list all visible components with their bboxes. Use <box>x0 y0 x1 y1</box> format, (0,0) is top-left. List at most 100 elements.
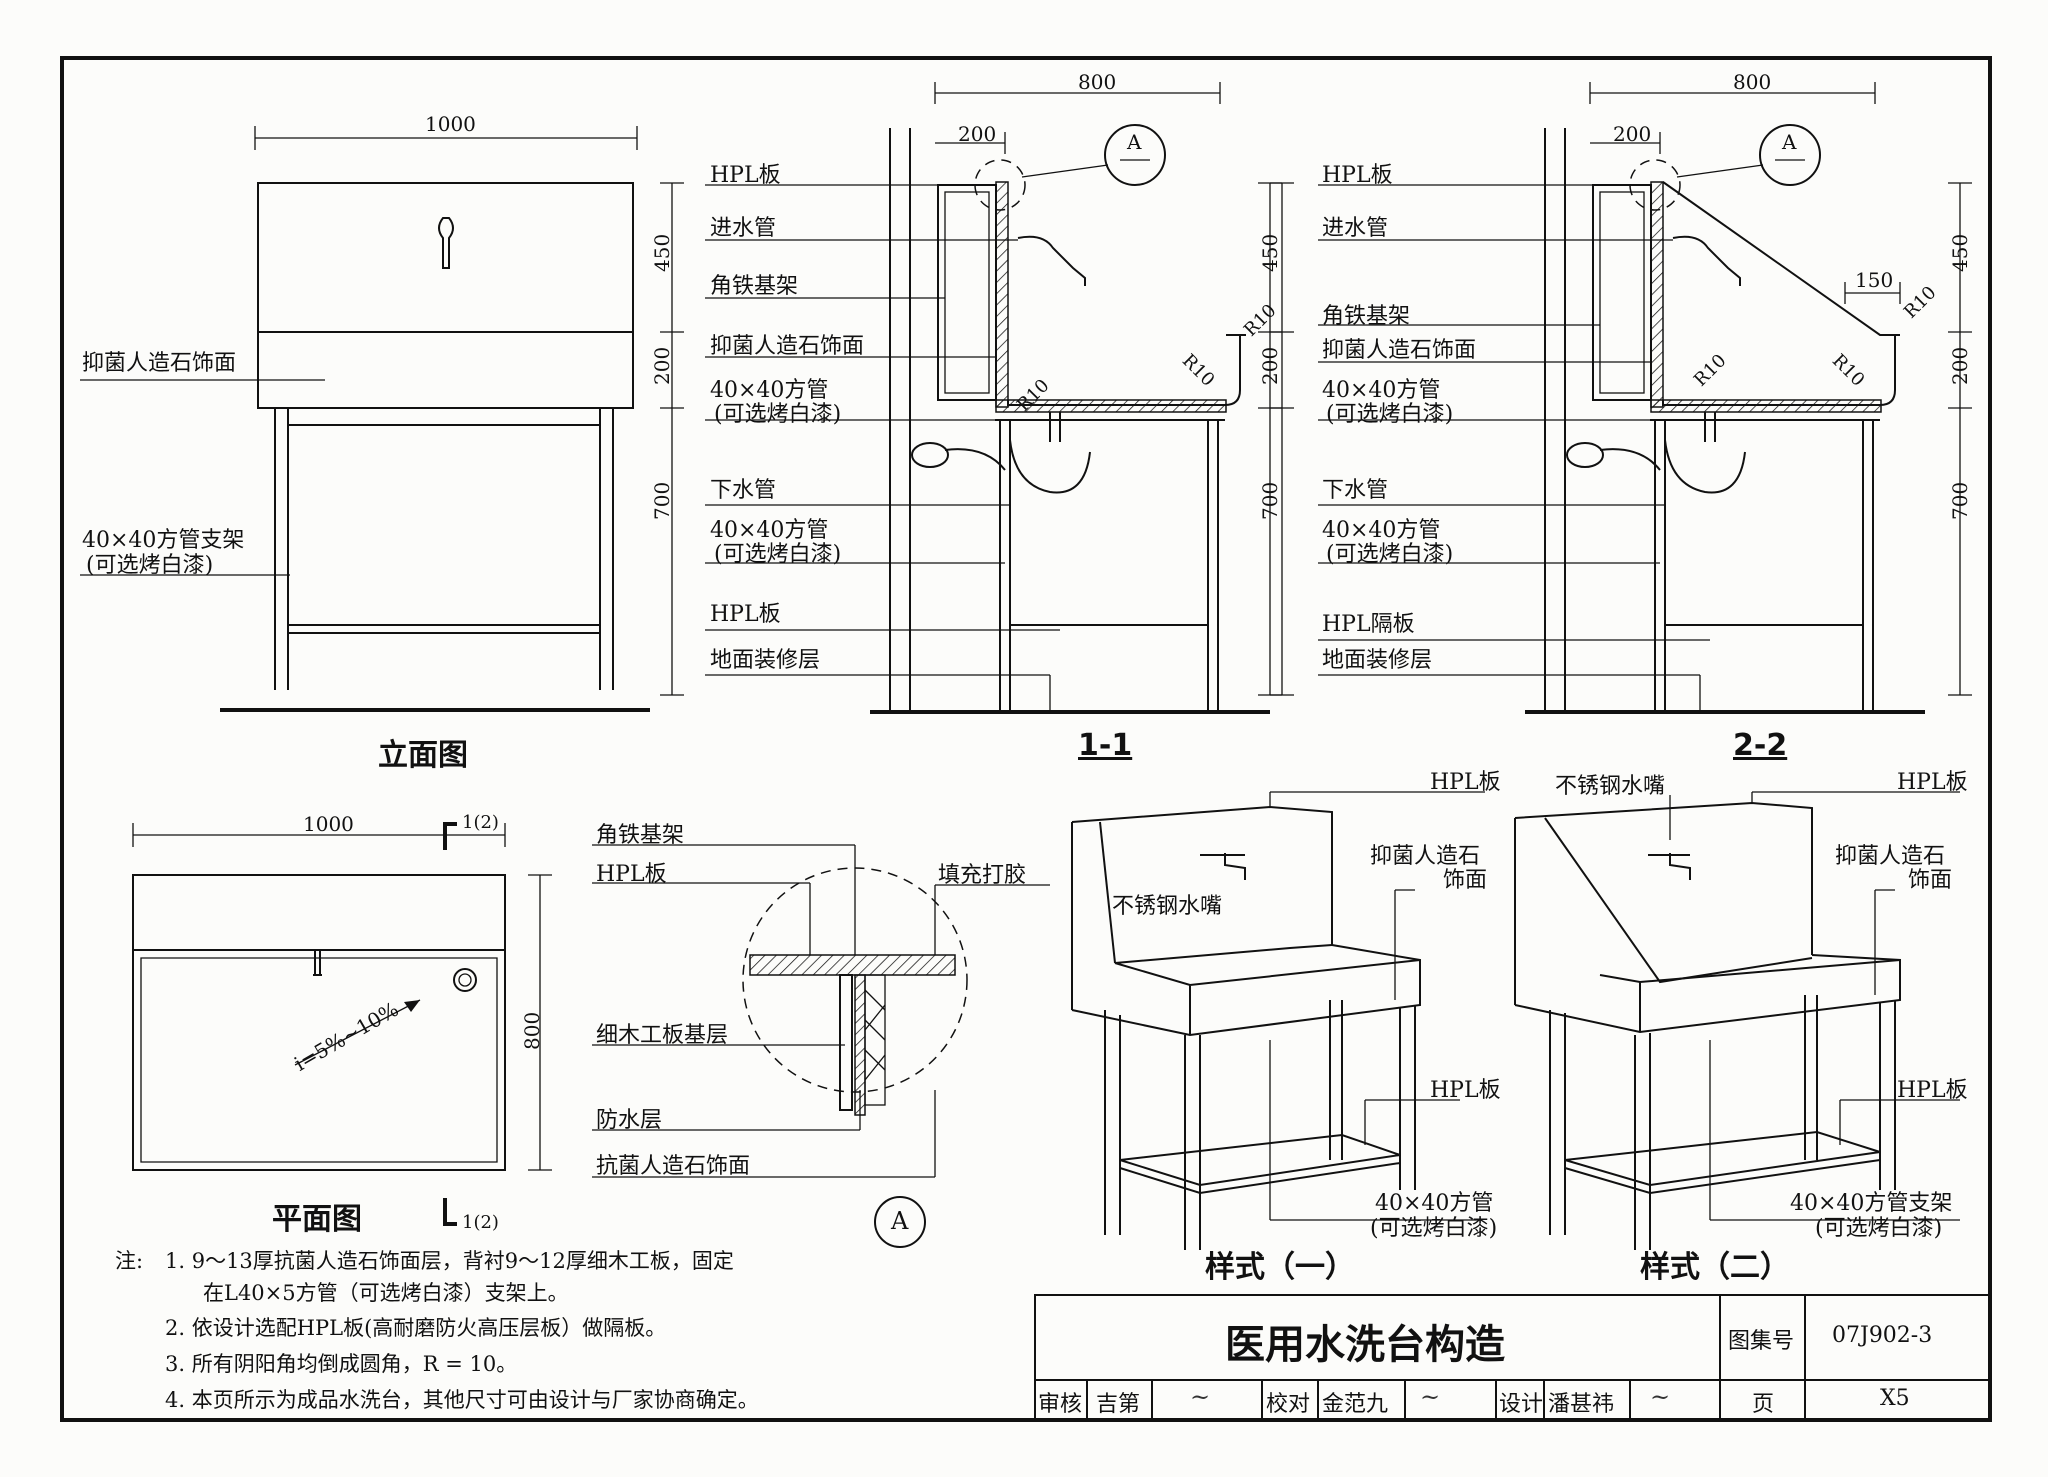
section-2-2-view <box>1270 82 1972 714</box>
s2-dim-700: 700 <box>1948 481 1972 520</box>
s2-label-tube: 40×40方管 <box>1322 378 1441 403</box>
s1-label-tube-sub: (可选烤白漆) <box>714 402 842 427</box>
drawing-title: 医用水洗台构造 <box>1225 1322 1505 1368</box>
review-signature: ~ <box>1190 1383 1211 1411</box>
s1-label-hpl2: HPL板 <box>710 602 781 627</box>
style2-label-tube: 40×40方管支架 <box>1790 1191 1953 1216</box>
s2-label-tube-sub: (可选烤白漆) <box>1326 402 1454 427</box>
elevation-width-dim: 1000 <box>425 112 476 136</box>
note-2: 2. 依设计选配HPL板(高耐磨防火高压层板）做隔板。 <box>165 1316 667 1340</box>
style2-label-stone: 抑菌人造石 <box>1835 844 1946 869</box>
atlas-label: 图集号 <box>1728 1329 1795 1354</box>
detail-label-hpl: HPL板 <box>596 862 667 887</box>
review-label: 审核 <box>1038 1392 1083 1417</box>
s2-label-angle-frame: 角铁基架 <box>1322 304 1411 329</box>
s2-dim-200: 200 <box>1613 122 1652 146</box>
s2-label-hpl-partition: HPL隔板 <box>1322 612 1415 637</box>
s1-label-stone: 抑菌人造石饰面 <box>710 334 865 359</box>
elevation-label-frame-sub: (可选烤白漆) <box>86 553 214 578</box>
check-signature: ~ <box>1420 1383 1441 1411</box>
design-label: 设计 <box>1499 1392 1544 1417</box>
s2-dim-800: 800 <box>1733 70 1772 94</box>
s1-label-floor: 地面装修层 <box>710 648 821 673</box>
notes-prefix: 注: <box>115 1249 144 1273</box>
check-name: 金范九 <box>1322 1392 1389 1417</box>
style2-label-stone-2: 饰面 <box>1908 868 1953 893</box>
s1-label-tube: 40×40方管 <box>710 378 829 403</box>
s1-label-tube2-sub: (可选烤白漆) <box>714 542 842 567</box>
detail-callout-a: A <box>891 1207 909 1235</box>
s2-dim-450: 450 <box>1948 233 1972 272</box>
detail-label-waterproof: 防水层 <box>596 1108 663 1133</box>
detail-label-plywood: 细木工板基层 <box>596 1023 729 1048</box>
elevation-title: 立面图 <box>378 738 468 773</box>
page-label: 页 <box>1752 1392 1775 1417</box>
s2-label-inlet: 进水管 <box>1322 216 1389 241</box>
section-1-1-view <box>705 82 1282 714</box>
s1-label-tube2: 40×40方管 <box>710 518 829 543</box>
style2-label-hpl: HPL板 <box>1897 770 1968 795</box>
detail-label-stone: 抗菌人造石饰面 <box>596 1154 751 1179</box>
design-signature: ~ <box>1650 1383 1671 1411</box>
style1-label-tube: 40×40方管 <box>1375 1191 1494 1216</box>
style1-label-hpl-shelf: HPL板 <box>1430 1078 1501 1103</box>
style2-label-faucet: 不锈钢水嘴 <box>1555 774 1666 799</box>
style-1-view <box>1071 791 1485 1250</box>
design-name: 潘甚祎 <box>1548 1392 1615 1417</box>
elevation-label-stone: 抑菌人造石饰面 <box>82 351 237 376</box>
s2-label-stone: 抑菌人造石饰面 <box>1322 338 1477 363</box>
sheet-border <box>60 56 1992 1422</box>
check-label: 校对 <box>1266 1392 1311 1417</box>
plan-cut-top: 1(2) <box>462 812 499 833</box>
review-name: 吉第 <box>1096 1392 1141 1417</box>
s2-dim-200v: 200 <box>1948 346 1972 385</box>
s2-label-tube2-sub: (可选烤白漆) <box>1326 542 1454 567</box>
s2-title: 2-2 <box>1733 728 1788 763</box>
elevation-view <box>80 126 684 712</box>
note-4: 4. 本页所示为成品水洗台，其他尺寸可由设计与厂家协商确定。 <box>165 1388 759 1412</box>
s1-dim-800: 800 <box>1078 70 1117 94</box>
s1-label-hpl: HPL板 <box>710 163 781 188</box>
plan-depth-dim: 800 <box>520 1011 544 1050</box>
detail-label-angle-frame: 角铁基架 <box>596 823 685 848</box>
elevation-label-frame: 40×40方管支架 <box>82 528 245 553</box>
style1-label-stone-2: 饰面 <box>1443 868 1488 893</box>
s1-label-angle-frame: 角铁基架 <box>710 274 799 299</box>
style2-label-hpl-shelf: HPL板 <box>1897 1078 1968 1103</box>
detail-a-view <box>592 844 1050 1248</box>
plan-view <box>132 822 552 1226</box>
s1-dim-200v: 200 <box>1258 346 1282 385</box>
s1-dim-700: 700 <box>1258 481 1282 520</box>
detail-label-sealant: 填充打胶 <box>938 863 1027 888</box>
plan-title: 平面图 <box>272 1202 362 1237</box>
s1-label-inlet: 进水管 <box>710 216 777 241</box>
style1-label-tube-sub: (可选烤白漆) <box>1370 1216 1498 1241</box>
style1-label-stone: 抑菌人造石 <box>1370 844 1481 869</box>
style1-label-hpl: HPL板 <box>1430 770 1501 795</box>
style1-title: 样式（一） <box>1205 1250 1355 1285</box>
s1-callout-a: A <box>1127 130 1142 154</box>
elevation-dim-450: 450 <box>650 233 674 272</box>
s1-dim-450: 450 <box>1258 233 1282 272</box>
style2-label-tube-sub: (可选烤白漆) <box>1815 1216 1943 1241</box>
s2-label-floor: 地面装修层 <box>1322 648 1433 673</box>
s2-dim-150: 150 <box>1855 268 1894 292</box>
s1-title: 1-1 <box>1078 728 1133 763</box>
note-3: 3. 所有阴阳角均倒成圆角，R = 10。 <box>165 1352 518 1376</box>
style-2-view <box>1514 791 1960 1250</box>
elevation-dim-700: 700 <box>650 481 674 520</box>
note-1-cont: 在L40×5方管（可选烤白漆）支架上。 <box>203 1281 569 1305</box>
s1-label-drain: 下水管 <box>710 478 777 503</box>
page-number: X5 <box>1880 1386 1910 1411</box>
plan-width-dim: 1000 <box>303 812 354 836</box>
note-1: 1. 9～13厚抗菌人造石饰面层，背衬9～12厚细木工板，固定 <box>165 1249 734 1273</box>
style2-title: 样式（二） <box>1640 1250 1790 1285</box>
s2-label-tube2: 40×40方管 <box>1322 518 1441 543</box>
atlas-number: 07J902-3 <box>1832 1323 1933 1348</box>
elevation-dim-200: 200 <box>650 346 674 385</box>
s1-dim-200: 200 <box>958 122 997 146</box>
s2-callout-a: A <box>1782 130 1797 154</box>
title-block-frame <box>1034 1294 1991 1421</box>
s2-label-drain: 下水管 <box>1322 478 1389 503</box>
